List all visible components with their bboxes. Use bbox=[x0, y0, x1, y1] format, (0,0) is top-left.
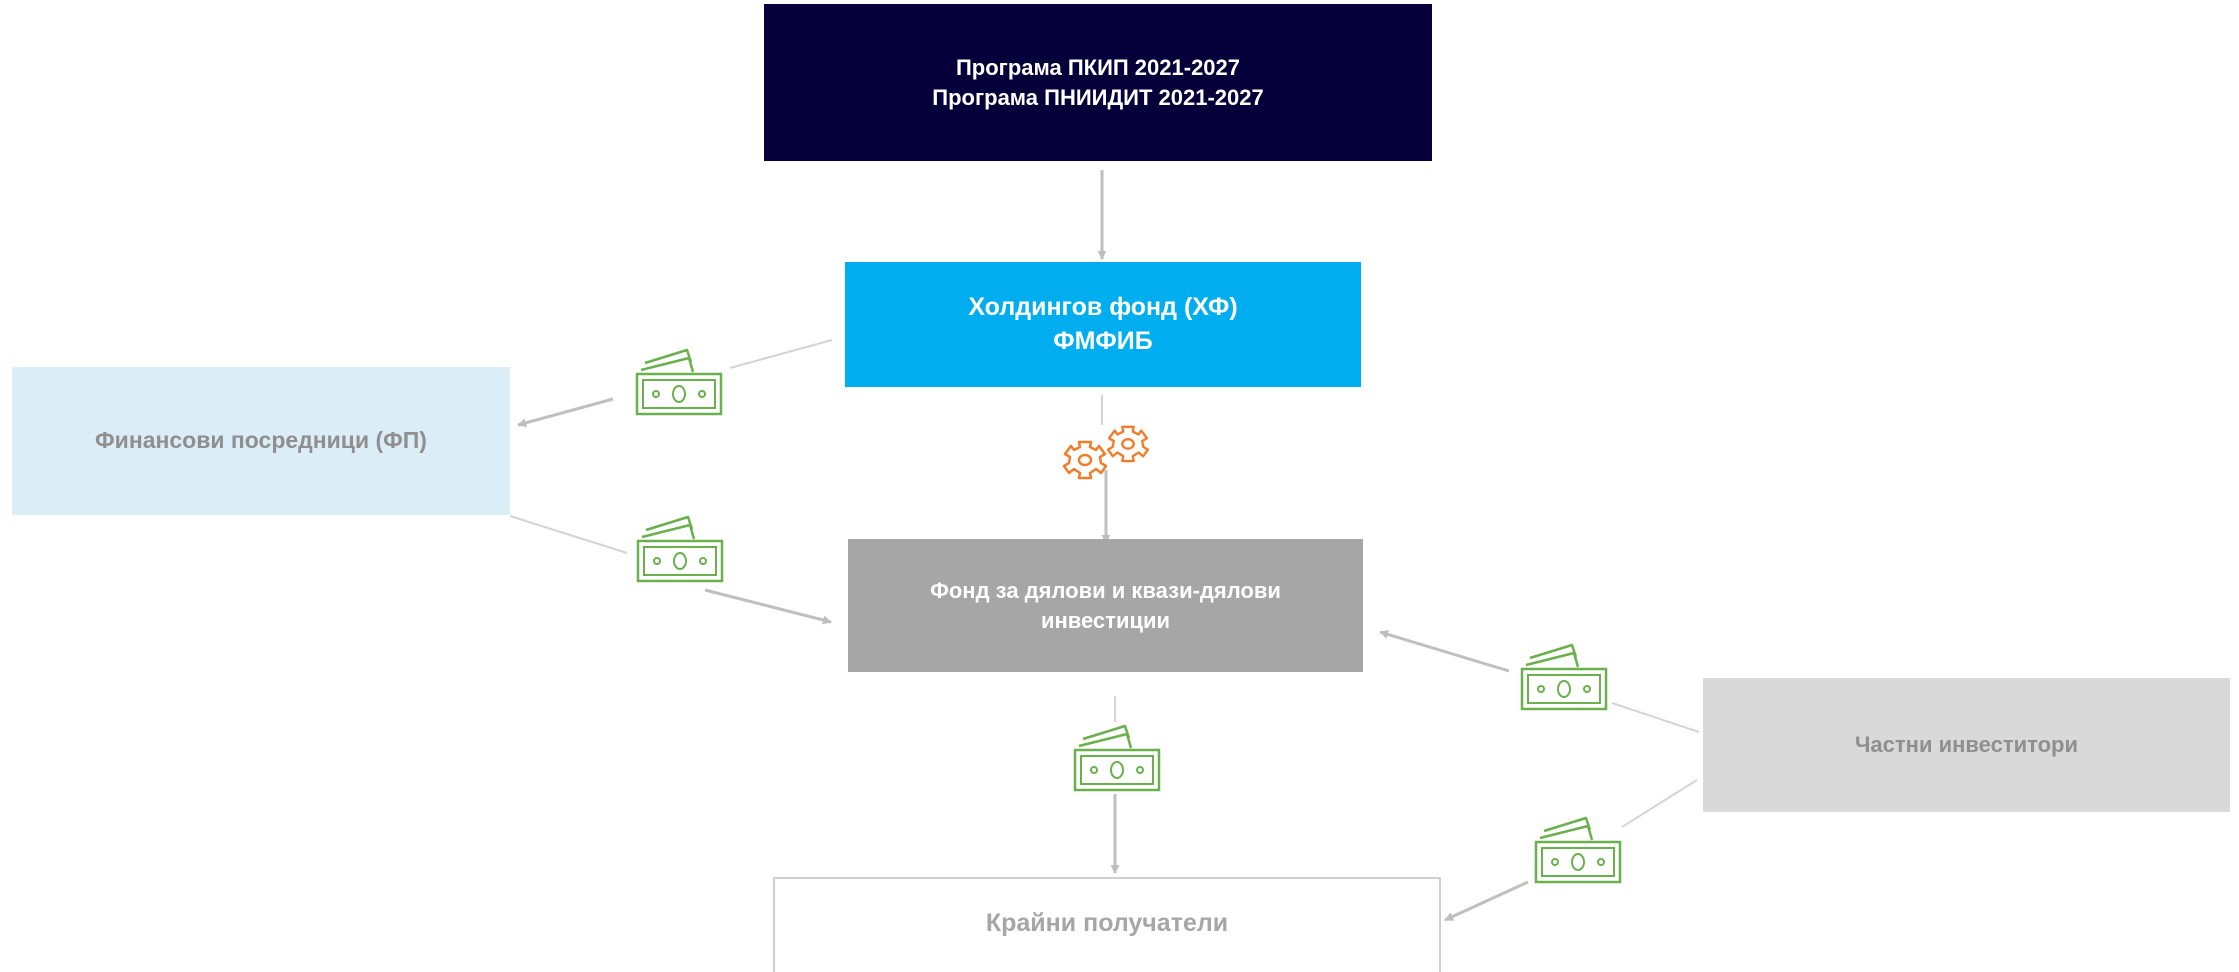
holding-fund-line-2: ФМФИБ bbox=[1053, 326, 1153, 355]
final-recipients-label: Крайни получатели bbox=[985, 909, 1229, 937]
equity-fund-line-1: Фонд за дялови и квази-дялови bbox=[930, 577, 1281, 603]
private-investors-box: Частни инвеститори bbox=[1703, 678, 2230, 812]
arrow-private-to-fund bbox=[1379, 630, 1700, 733]
money-icon bbox=[635, 348, 723, 416]
program-line-2: Програма ПНИИДИТ 2021-2027 bbox=[932, 84, 1264, 110]
money-icon bbox=[1073, 724, 1161, 792]
arrow-fp-to-fund bbox=[509, 515, 832, 625]
program-box: Програма ПКИП 2021-2027 Програма ПНИИДИТ… bbox=[764, 4, 1432, 161]
final-recipients-box: Крайни получатели bbox=[773, 877, 1441, 972]
private-investors-label: Частни инвеститори bbox=[1854, 732, 2079, 758]
holding-fund-box: Холдингов фонд (ХФ) ФМФИБ bbox=[845, 262, 1361, 387]
money-icon bbox=[636, 515, 724, 583]
financial-intermediaries-box: Финансови посредници (ФП) bbox=[12, 367, 510, 515]
equity-fund-box: Фонд за дялови и квази-дялови инвестиции bbox=[848, 539, 1363, 672]
money-icon bbox=[1534, 816, 1622, 884]
arrow-private-to-final bbox=[1444, 779, 1698, 922]
arrow-holding-to-fp bbox=[517, 339, 833, 428]
equity-fund-line-2: инвестиции bbox=[1040, 607, 1171, 633]
money-icon bbox=[1520, 643, 1608, 711]
holding-fund-line-1: Холдингов фонд (ХФ) bbox=[968, 292, 1238, 321]
program-line-1: Програма ПКИП 2021-2027 bbox=[955, 54, 1241, 80]
financial-intermediaries-label: Финансови посредници (ФП) bbox=[95, 427, 427, 454]
arrow-holding-to-fund bbox=[1101, 395, 1111, 544]
